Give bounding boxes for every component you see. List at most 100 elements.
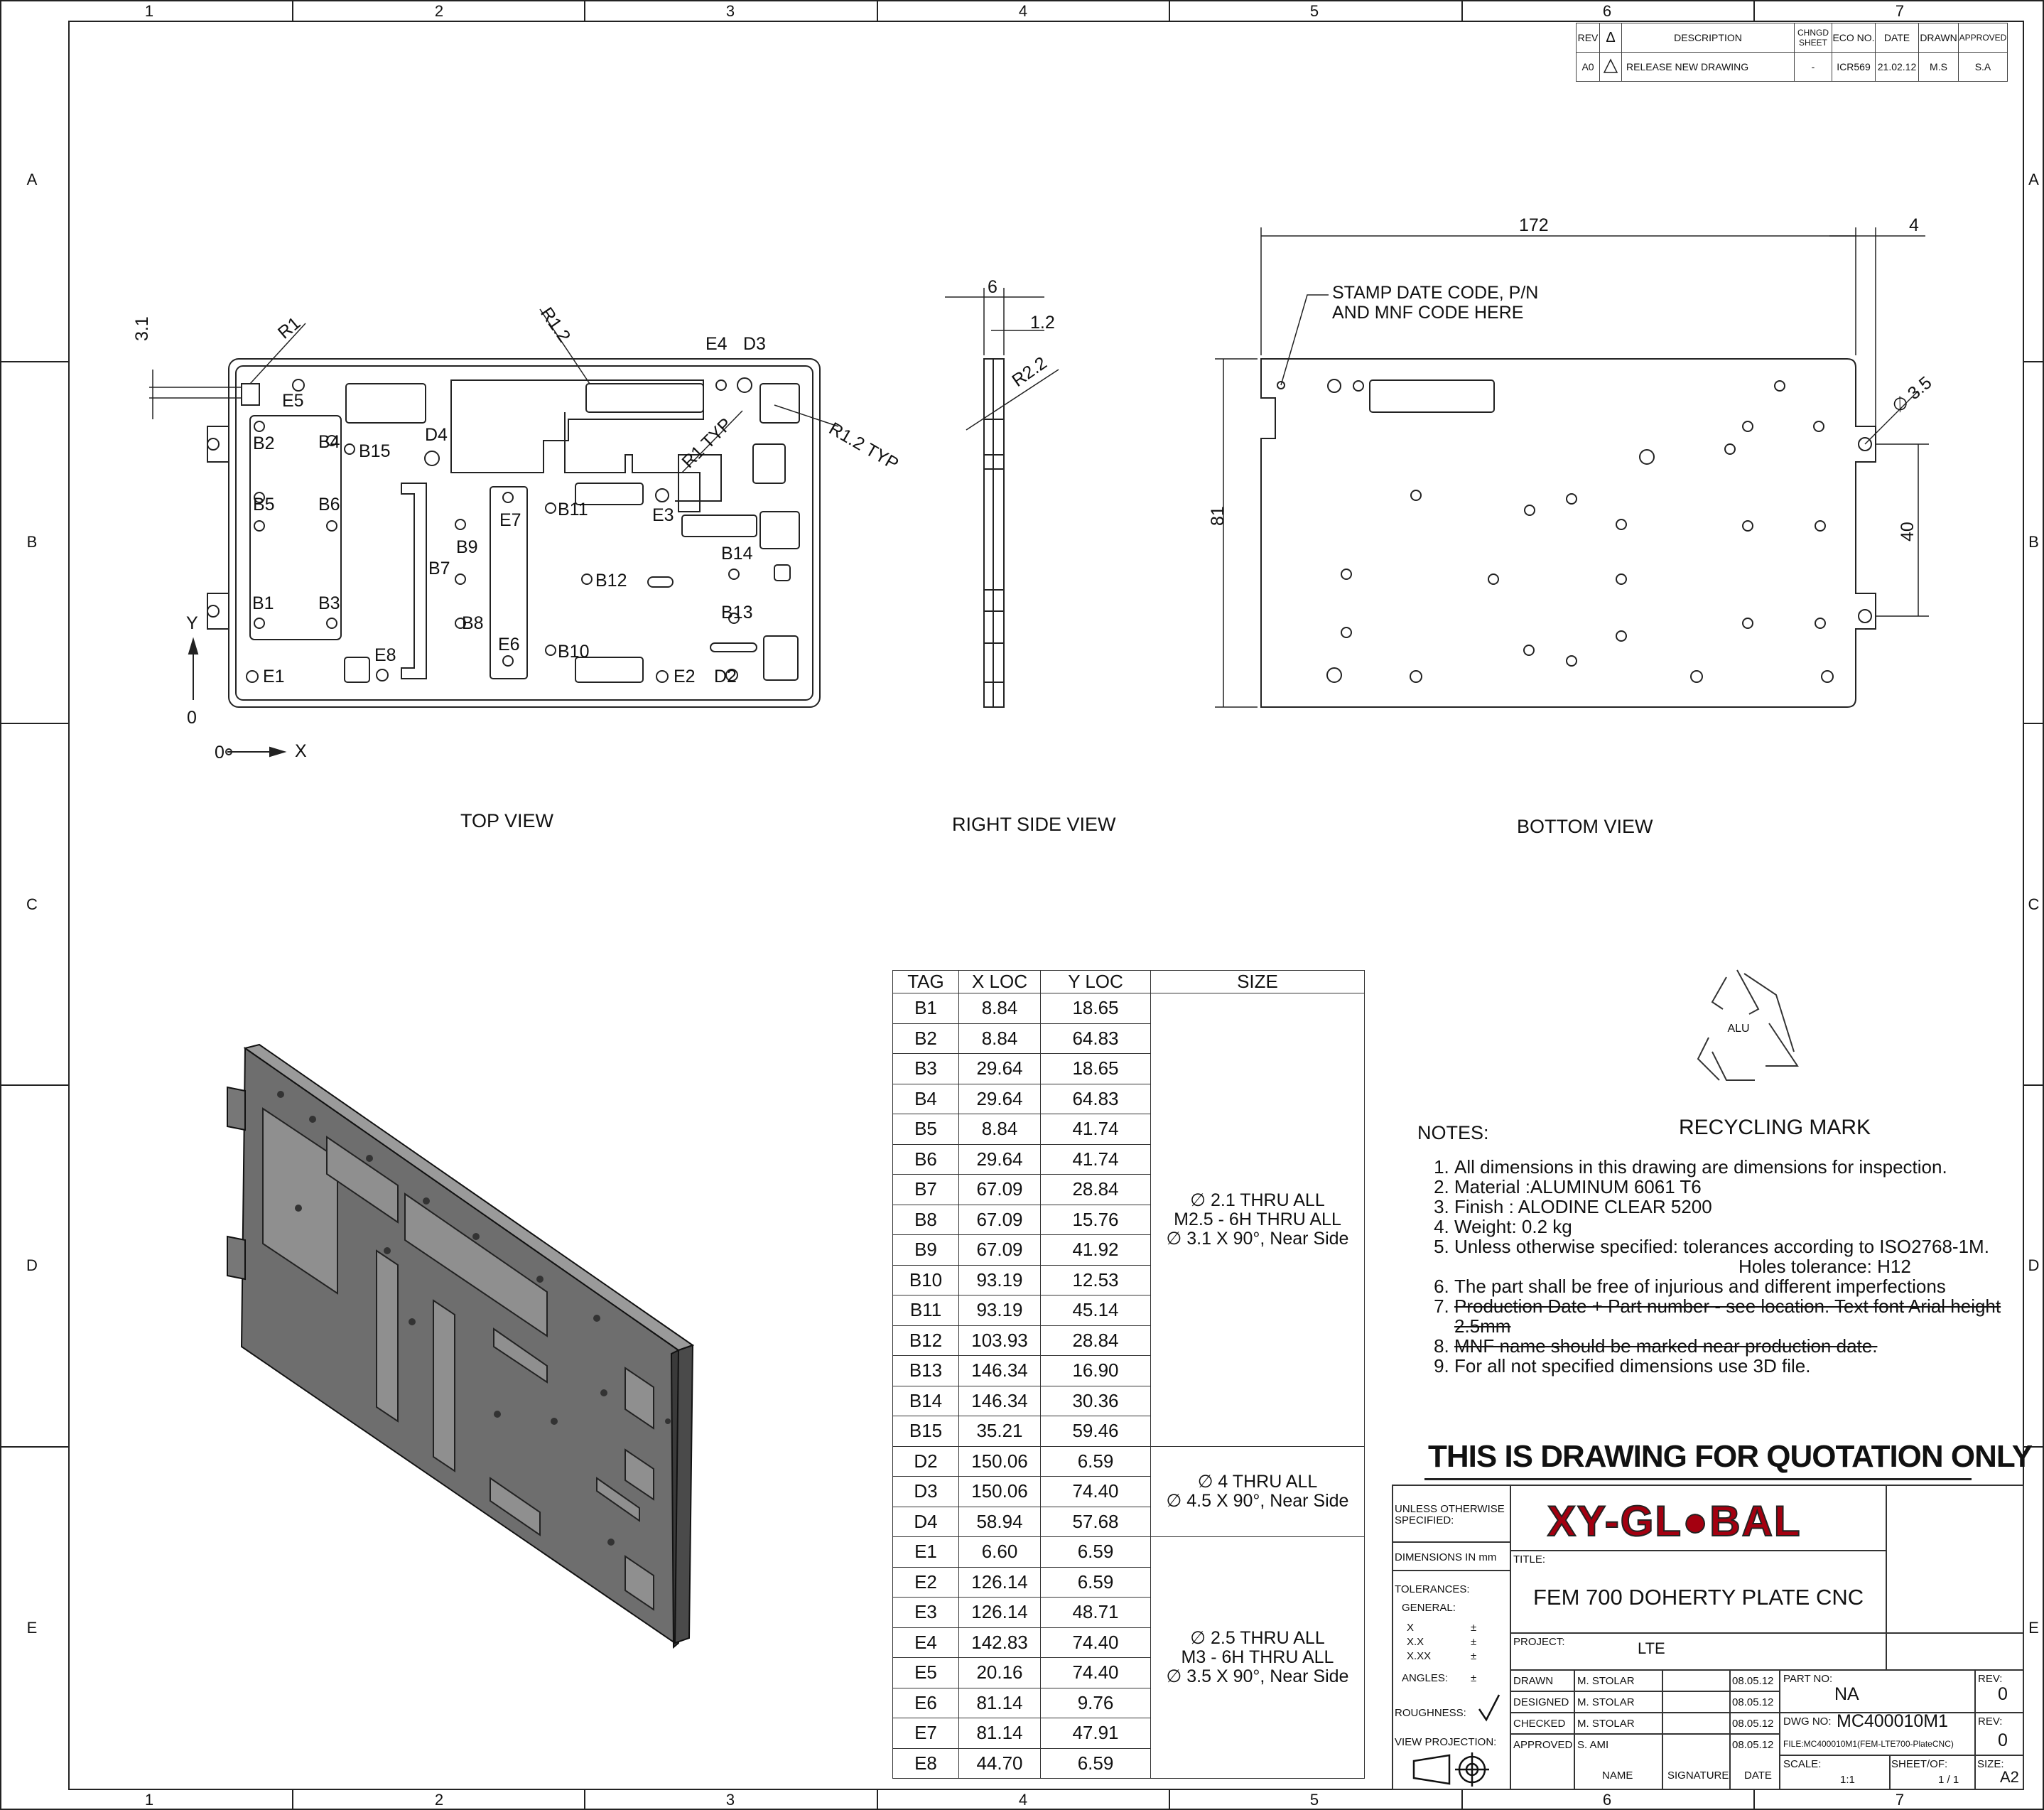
column-label: 1 — [144, 2, 154, 20]
row-label: A — [26, 171, 38, 188]
isometric-view — [227, 1043, 695, 1649]
hole-x-loc: 6.60 — [958, 1536, 1041, 1568]
rev-date: 21.02.12 — [1875, 52, 1919, 82]
recycling-material: ALU — [1727, 1023, 1749, 1035]
hole-x-loc: 67.09 — [958, 1174, 1041, 1205]
hole-x-loc: 150.06 — [958, 1445, 1041, 1477]
hole-tag: D4 — [892, 1506, 959, 1537]
row-label: C — [2028, 895, 2040, 913]
general-label: GENERAL: — [1402, 1602, 1456, 1614]
name-column-label: NAME — [1602, 1769, 1633, 1782]
dwg-no-label: DWG NO: — [1783, 1715, 1832, 1728]
tolerance-x: X — [1407, 1622, 1415, 1634]
hole-y-loc: 57.68 — [1040, 1506, 1151, 1537]
hole-tag: B6 — [892, 1143, 959, 1175]
eco-header: ECO NO. — [1832, 23, 1876, 53]
top-view-annotations: 3.1 R1 R1.2 R1 TYP R1.2 TYP Y X 0 0 E5 B… — [132, 303, 902, 763]
hole-size-line: M3 - 6H THRU ALL — [1181, 1647, 1334, 1667]
title-block-frame — [1392, 1485, 2024, 1790]
hole-tag: B15 — [892, 1416, 959, 1447]
hole-y-loc: 6.59 — [1040, 1445, 1151, 1477]
row-label: A — [2028, 171, 2039, 188]
tag-label: E2 — [674, 667, 696, 686]
hole-tag: E6 — [892, 1687, 959, 1718]
dim-172: 172 — [1519, 215, 1549, 235]
tolerances-label: TOLERANCES: — [1395, 1583, 1470, 1595]
plus-minus: ± — [1471, 1636, 1477, 1648]
hole-tag: B9 — [892, 1234, 959, 1266]
hole-y-loc: 74.40 — [1040, 1657, 1151, 1688]
origin-y-label: 0 — [187, 708, 197, 728]
dim-3-1: 3.1 — [132, 316, 152, 341]
revision-table: REV Δ DESCRIPTION CHNGD SHEET ECO NO. DA… — [1576, 23, 2008, 82]
designed-date: 08.05.12 — [1732, 1696, 1774, 1708]
rev-description: RELEASE NEW DRAWING — [1621, 52, 1795, 82]
row-label: B — [2028, 533, 2039, 551]
row-label: D — [2028, 1256, 2040, 1274]
tag-label: B9 — [456, 537, 478, 557]
note-item: Weight: 0.2 kg — [1454, 1217, 2028, 1237]
tag-label: E5 — [282, 391, 304, 411]
axis-y-label: Y — [186, 613, 198, 633]
tag-label: B1 — [252, 593, 274, 613]
column-label: 2 — [434, 2, 444, 20]
tag-label: D4 — [425, 425, 448, 445]
hole-y-loc: 6.59 — [1040, 1536, 1151, 1568]
date-header: DATE — [1875, 23, 1919, 53]
tag-label: E7 — [499, 510, 521, 530]
note-item: All dimensions in this drawing are dimen… — [1454, 1157, 2028, 1177]
checked-date: 08.05.12 — [1732, 1718, 1774, 1730]
note-item: Material :ALUMINUM 6061 T6 — [1454, 1177, 2028, 1197]
size-label: SIZE: — [1977, 1758, 2004, 1770]
hole-tag: E1 — [892, 1536, 959, 1568]
column-label: 3 — [725, 1791, 735, 1809]
tag-label: E1 — [263, 667, 285, 686]
hole-y-loc: 28.84 — [1040, 1174, 1151, 1205]
description-header: DESCRIPTION — [1621, 23, 1795, 53]
hole-x-loc: 58.94 — [958, 1506, 1041, 1537]
hole-tag: E4 — [892, 1627, 959, 1658]
hole-tag: B13 — [892, 1355, 959, 1386]
plus-minus: ± — [1471, 1622, 1477, 1634]
tag-label: B14 — [721, 544, 753, 564]
hole-tag: E7 — [892, 1718, 959, 1749]
row-label: E — [26, 1619, 38, 1637]
hole-y-loc: 47.91 — [1040, 1718, 1151, 1749]
bottom-view-drawing — [1215, 227, 1929, 708]
hole-tag: B7 — [892, 1174, 959, 1205]
view-projection-label: VIEW PROJECTION: — [1395, 1736, 1497, 1748]
drawn-label: DRAWN — [1513, 1675, 1554, 1687]
rev-eco: ICR569 — [1832, 52, 1876, 82]
hole-y-loc: 74.40 — [1040, 1476, 1151, 1507]
tag-label: D2 — [714, 667, 737, 686]
column-label: 5 — [1309, 2, 1319, 20]
dim-40: 40 — [1898, 522, 1918, 542]
tag-label: B5 — [253, 495, 275, 515]
column-label: 1 — [144, 1791, 154, 1809]
tag-label: B7 — [428, 559, 450, 578]
tag-label: B10 — [558, 642, 589, 662]
column-label: 2 — [434, 1791, 444, 1809]
approved-name: S. AMI — [1577, 1739, 1609, 1751]
radius-r1-2: R1.2 — [536, 303, 574, 345]
dwg-no: MC400010M1 — [1837, 1711, 1949, 1731]
dim-6: 6 — [988, 277, 997, 297]
hole-y-loc: 9.76 — [1040, 1687, 1151, 1718]
hole-tag: B1 — [892, 993, 959, 1024]
hole-y-loc: 6.59 — [1040, 1566, 1151, 1598]
recycling-symbol — [1697, 969, 1799, 1081]
note-item-struck: MNF name should be marked near productio… — [1454, 1336, 2028, 1356]
radius-r2-2: R2.2 — [1008, 353, 1050, 391]
